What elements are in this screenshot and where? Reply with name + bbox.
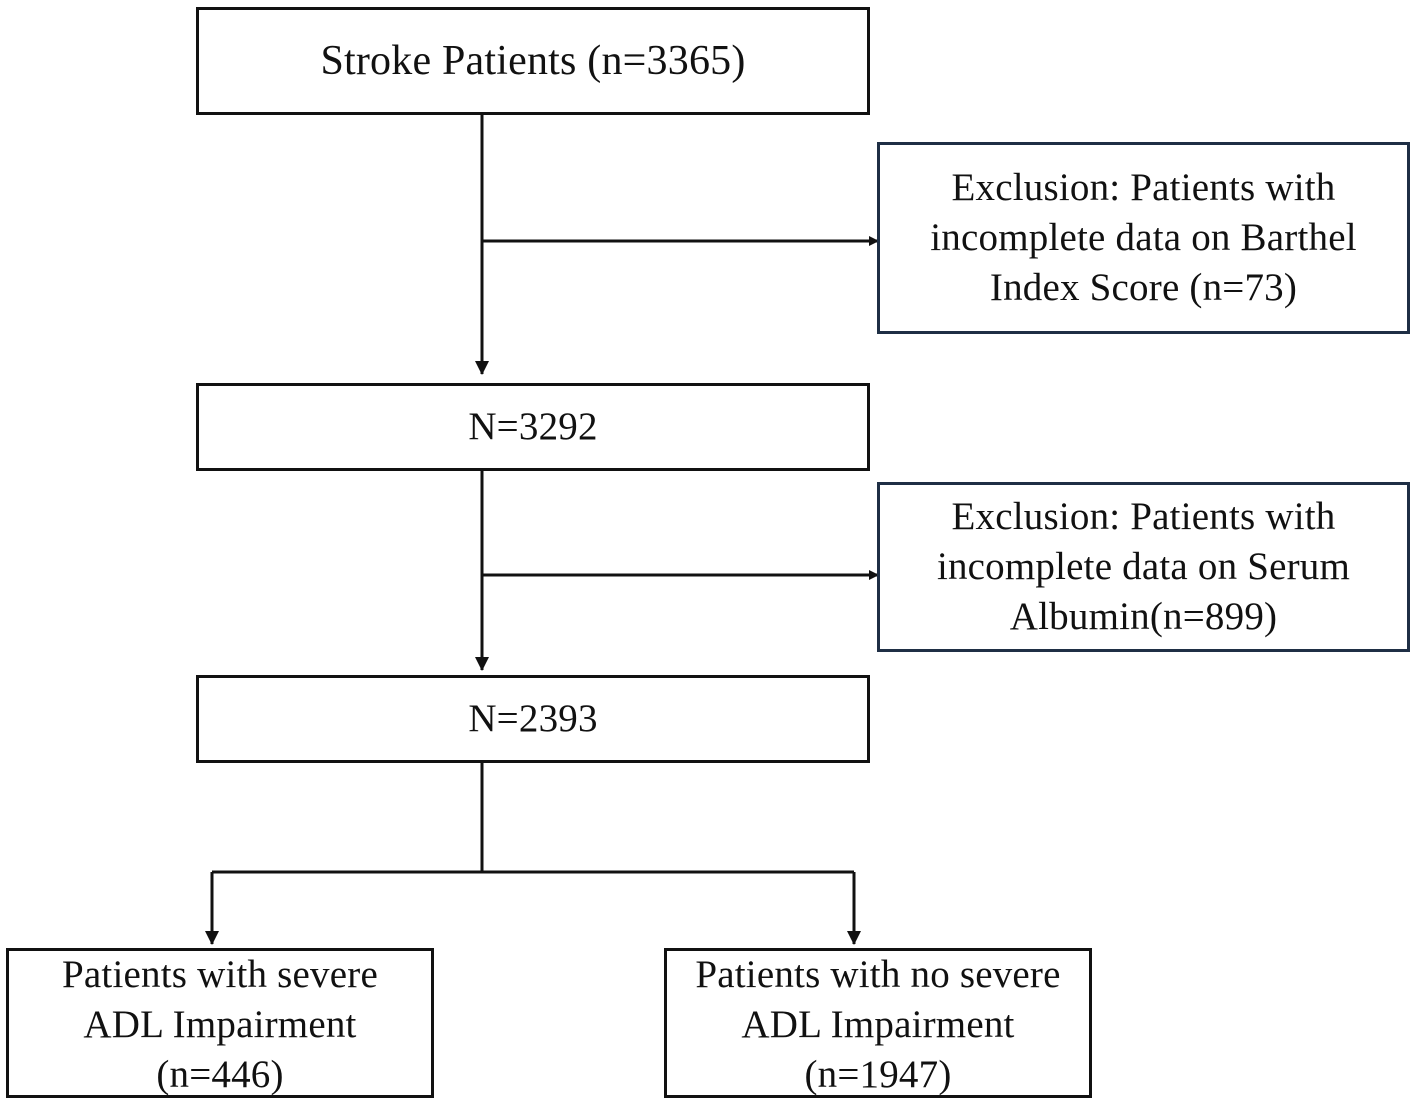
- start-box: Stroke Patients (n=3365): [196, 7, 870, 115]
- outcome-box-no-severe-text: Patients with no severe ADL Impairment (…: [695, 953, 1061, 1096]
- outcome-box-severe-text: Patients with severe ADL Impairment (n=4…: [62, 953, 378, 1096]
- exclusion-box-albumin-text: Exclusion: Patients with incomplete data…: [936, 495, 1351, 638]
- step-box-2393-text: N=2393: [468, 697, 598, 740]
- exclusion-box-barthel: Exclusion: Patients with incomplete data…: [877, 142, 1410, 334]
- start-box-text: Stroke Patients (n=3365): [320, 38, 746, 84]
- exclusion-box-albumin: Exclusion: Patients with incomplete data…: [877, 482, 1410, 652]
- outcome-box-severe: Patients with severe ADL Impairment (n=4…: [6, 948, 434, 1098]
- step-box-3292: N=3292: [196, 383, 870, 471]
- exclusion-box-barthel-text: Exclusion: Patients with incomplete data…: [930, 166, 1357, 309]
- step-box-3292-text: N=3292: [468, 405, 598, 448]
- outcome-box-no-severe: Patients with no severe ADL Impairment (…: [664, 948, 1092, 1098]
- step-box-2393: N=2393: [196, 675, 870, 763]
